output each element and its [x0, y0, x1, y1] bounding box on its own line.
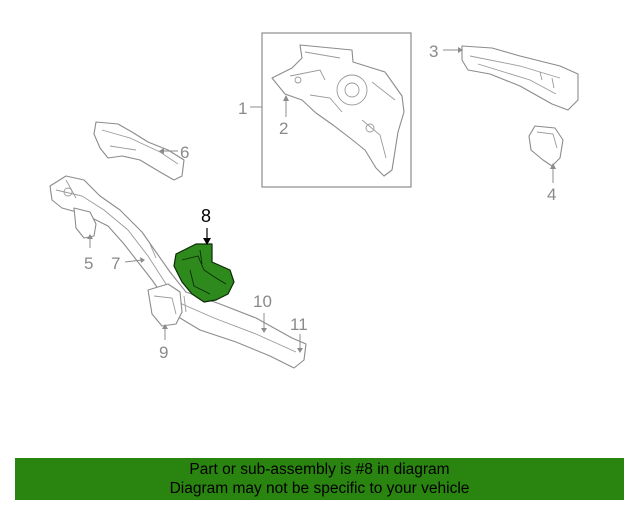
parts-diagram: 1 2 3 4 6 5 7 9 — [49, 32, 579, 369]
part-9[interactable]: 9 — [147, 283, 183, 362]
callout-3: 3 — [429, 42, 438, 61]
part-1-assembly[interactable]: 1 2 — [238, 32, 412, 188]
part-2-dome-inner — [344, 82, 360, 98]
callout-1: 1 — [238, 99, 247, 118]
arrowhead-7 — [140, 257, 145, 263]
callout-6: 6 — [180, 143, 189, 162]
part-4[interactable]: 4 — [528, 125, 564, 204]
banner-line-1: Part or sub-assembly is #8 in diagram — [189, 461, 450, 478]
part-8-highlighted[interactable]: 8 — [173, 206, 235, 303]
arrowhead-6 — [159, 148, 164, 154]
part-5-shape — [73, 207, 97, 239]
callout-4: 4 — [547, 185, 556, 204]
part-3[interactable]: 3 — [429, 42, 579, 111]
part-6[interactable]: 6 — [93, 121, 189, 181]
callout-2: 2 — [279, 119, 288, 138]
part-11-label[interactable]: 11 — [290, 315, 308, 350]
callout-8: 8 — [201, 206, 211, 226]
info-banner: Part or sub-assembly is #8 in diagram Di… — [15, 458, 624, 500]
arrowhead-2 — [283, 95, 289, 101]
arrowhead-4 — [550, 163, 556, 169]
callout-7: 7 — [111, 254, 120, 273]
part-4-shape — [528, 125, 564, 167]
part-2-shape — [271, 44, 405, 177]
arrowhead-11 — [297, 348, 303, 353]
arrowhead-5 — [87, 234, 93, 239]
part-6-shape — [93, 121, 185, 181]
part-9-shape — [147, 283, 183, 327]
part-1-box — [261, 32, 412, 188]
part-7-label[interactable]: 7 — [111, 254, 143, 273]
part-7-leader — [124, 259, 143, 263]
callout-10: 10 — [253, 292, 272, 311]
part-10-label[interactable]: 10 — [253, 292, 272, 330]
arrowhead-3 — [458, 47, 463, 53]
part-3-shape — [461, 45, 579, 111]
banner-line-2: Diagram may not be specific to your vehi… — [169, 480, 470, 497]
frame-rail-shape — [49, 175, 307, 369]
part-2-dome — [336, 74, 368, 106]
callout-11: 11 — [290, 315, 308, 334]
callout-5: 5 — [84, 254, 93, 273]
arrowhead-9 — [162, 324, 168, 329]
callout-9: 9 — [159, 343, 168, 362]
arrowhead-10 — [261, 328, 267, 333]
part-8-arrowhead — [203, 238, 211, 245]
frame-rail[interactable] — [49, 175, 307, 369]
part-5[interactable]: 5 — [73, 207, 97, 273]
